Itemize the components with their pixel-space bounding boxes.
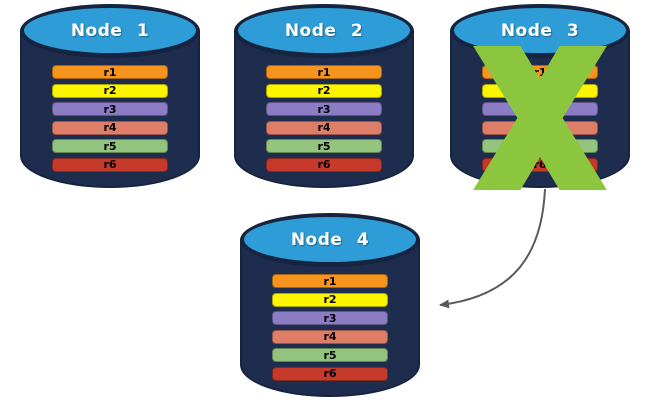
replica-bar-r4: r4 [52, 120, 168, 135]
replica-label: r4 [323, 330, 337, 343]
replica-bar-r1: r1 [52, 65, 168, 79]
replica-bar-r6: r6 [272, 366, 388, 381]
replica-label: r5 [323, 348, 337, 362]
replica-label: r1 [323, 274, 337, 288]
database-cylinder-top: Node 3 [450, 4, 630, 58]
failover-arrow-path [439, 188, 546, 309]
replica-label: r1 [103, 65, 117, 79]
node-node-4: Node 4 r1 r2 r3 r4 r5 r6 [240, 213, 420, 397]
replica-bar-r4: r4 [266, 120, 382, 135]
replica-bar-r3: r3 [482, 102, 598, 116]
replica-label: r5 [533, 139, 547, 153]
replica-list: r1 r2 r3 r4 r5 r6 [266, 65, 382, 176]
database-cylinder-top-face: Node 3 [454, 8, 626, 53]
replica-list: r1 r2 r3 r4 r5 r6 [272, 274, 388, 385]
replica-label: r3 [317, 102, 331, 116]
database-cylinder-top: Node 1 [20, 4, 200, 58]
replica-label: r4 [103, 121, 117, 134]
replica-label: r2 [317, 84, 331, 97]
replica-label: r2 [533, 84, 547, 97]
replica-bar-r5: r5 [482, 139, 598, 153]
replica-bar-r6: r6 [266, 157, 382, 172]
replica-label: r6 [317, 158, 331, 171]
replica-bar-r5: r5 [266, 139, 382, 153]
replica-list: r1 r2 r3 r4 r5 r6 [482, 65, 598, 176]
replica-label: r4 [533, 121, 547, 134]
node-node-2: Node 2 r1 r2 r3 r4 r5 r6 [234, 4, 414, 188]
database-cylinder-top-face: Node 2 [238, 8, 410, 53]
replica-bar-r1: r1 [482, 65, 598, 79]
node-title: Node 1 [70, 20, 150, 41]
replica-label: r6 [323, 367, 337, 380]
replica-bar-r1: r1 [272, 274, 388, 288]
replica-label: r3 [323, 311, 337, 325]
replica-bar-r5: r5 [272, 348, 388, 362]
replica-bar-r6: r6 [482, 157, 598, 172]
database-cylinder-top: Node 2 [234, 4, 414, 58]
replica-bar-r3: r3 [52, 102, 168, 116]
replica-bar-r2: r2 [482, 83, 598, 98]
replica-label: r6 [103, 158, 117, 171]
database-cylinder-top: Node 4 [240, 213, 420, 267]
node-title: Node 3 [500, 20, 580, 41]
replica-bar-r5: r5 [52, 139, 168, 153]
replica-label: r6 [533, 158, 547, 171]
replica-label: r3 [103, 102, 117, 116]
replica-bar-r2: r2 [266, 83, 382, 98]
node-node-1: Node 1 r1 r2 r3 r4 r5 r6 [20, 4, 200, 188]
replica-bar-r6: r6 [52, 157, 168, 172]
replica-bar-r2: r2 [52, 83, 168, 98]
replica-bar-r4: r4 [272, 329, 388, 344]
replica-label: r2 [103, 84, 117, 97]
node-title: Node 2 [284, 20, 364, 41]
replica-label: r1 [533, 65, 547, 79]
replica-label: r4 [317, 121, 331, 134]
replica-bar-r4: r4 [482, 120, 598, 135]
replica-label: r3 [533, 102, 547, 116]
replica-label: r5 [103, 139, 117, 153]
replica-bar-r3: r3 [266, 102, 382, 116]
replica-label: r1 [317, 65, 331, 79]
replica-list: r1 r2 r3 r4 r5 r6 [52, 65, 168, 176]
replica-bar-r1: r1 [266, 65, 382, 79]
database-cylinder-top-face: Node 1 [24, 8, 196, 53]
node-title: Node 4 [290, 229, 370, 250]
replica-label: r2 [323, 293, 337, 306]
replica-bar-r3: r3 [272, 311, 388, 325]
node-node-3: Node 3 r1 r2 r3 r4 r5 r6 [450, 4, 630, 190]
replica-bar-r2: r2 [272, 292, 388, 307]
replica-label: r5 [317, 139, 331, 153]
database-cylinder-top-face: Node 4 [244, 217, 416, 262]
